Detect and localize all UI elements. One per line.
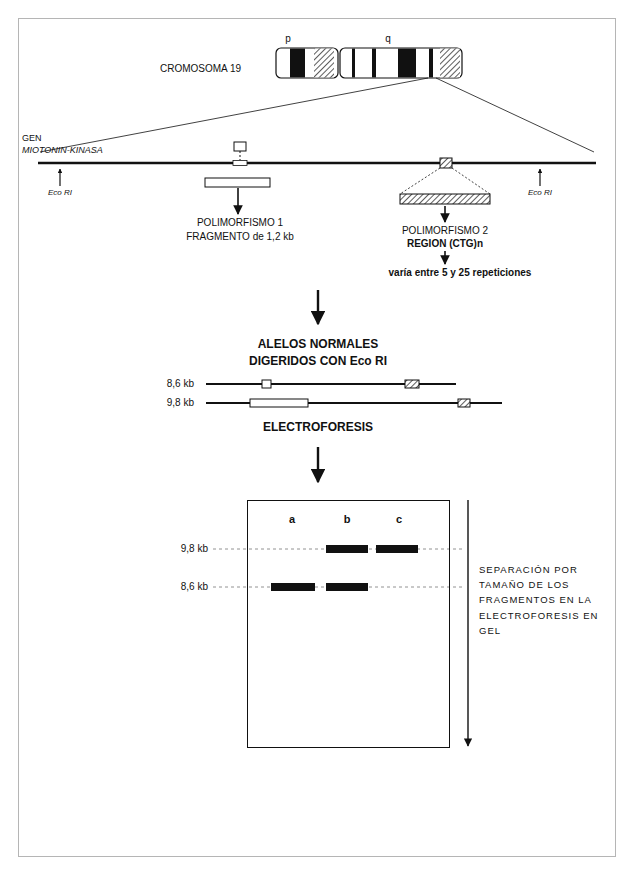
direction-arrow <box>467 500 468 746</box>
big-arrow <box>317 447 319 482</box>
fragment-box <box>205 178 270 187</box>
axis-note: SEPARACIÓN POR TAMAÑO DE LOS FRAGMENTOS … <box>479 562 611 638</box>
gene-name: MIOTONIN-KINASA <box>22 145 103 155</box>
arrow <box>444 206 446 222</box>
site-arrow <box>59 169 60 186</box>
allele-box <box>262 380 271 388</box>
polymorphism-detail: REGION (CTG)n <box>407 238 483 250</box>
probe-box <box>234 142 246 151</box>
arm-label: p <box>285 33 291 45</box>
gene-label: GEN <box>22 133 42 143</box>
frame <box>19 19 616 857</box>
step-title: ELECTROFORESIS <box>263 421 373 435</box>
repeat-note: varía entre 5 y 25 repeticiones <box>389 267 532 279</box>
step-title: ALELOS NORMALES <box>258 338 379 352</box>
fragment-size: 8,6 kb <box>167 378 194 390</box>
arrow <box>444 251 446 264</box>
allele-box <box>250 399 308 407</box>
lane-label: a <box>289 513 295 525</box>
gel-band <box>326 545 368 553</box>
ctg-repeats <box>400 194 490 204</box>
allele-box <box>405 380 419 388</box>
polymorphism-detail: FRAGMENTO de 1,2 kb <box>186 231 294 243</box>
lane-label: b <box>344 513 351 525</box>
big-arrow <box>317 290 319 324</box>
fragment-size: 9,8 kb <box>167 397 194 409</box>
lane-label: c <box>396 513 402 525</box>
gel-band <box>376 545 418 553</box>
zoom-line <box>400 168 440 194</box>
chromosome-name: CROMOSOMA 19 <box>160 63 241 75</box>
zoom-line <box>436 78 594 152</box>
fragment-size: 8,6 kb <box>181 581 208 593</box>
gel-band <box>271 583 315 591</box>
gel-box: a b c <box>247 500 450 748</box>
allele-box <box>458 399 470 407</box>
gel-band <box>326 583 368 591</box>
probe-line <box>240 151 241 160</box>
gene-region <box>233 161 247 166</box>
arm-label: q <box>385 33 391 45</box>
arrow <box>237 188 239 214</box>
zoom-line <box>40 78 428 152</box>
enzyme-site: Eco RI <box>528 188 552 197</box>
gene-line <box>38 162 596 165</box>
ctg-region <box>440 158 452 168</box>
polymorphism-title: POLIMORFISMO 1 <box>197 217 283 229</box>
site-arrow <box>539 169 540 186</box>
step-title: DIGERIDOS CON Eco RI <box>249 355 387 369</box>
zoom-line <box>452 168 490 194</box>
fragment-size: 9,8 kb <box>181 543 208 555</box>
polymorphism-title: POLIMORFISMO 2 <box>402 225 488 237</box>
chromosome <box>276 48 462 78</box>
enzyme-site: Eco RI <box>48 188 72 197</box>
